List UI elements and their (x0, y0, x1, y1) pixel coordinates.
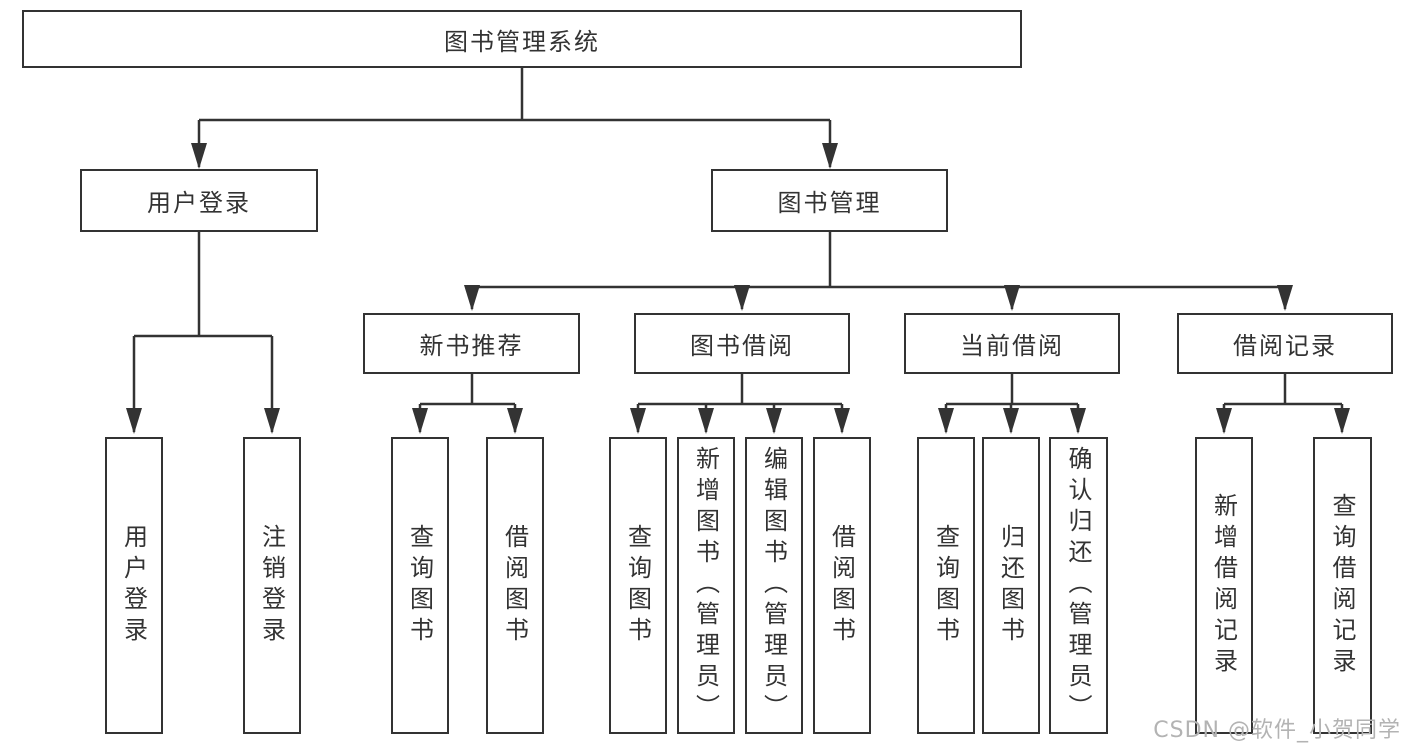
connector-newbook-split (420, 374, 515, 406)
connector-userlogin-split (134, 232, 272, 338)
leaf-query-books-3: 查询图书 (917, 437, 975, 734)
leaf-edit-book-admin: 编辑图书（管理员） (745, 437, 803, 734)
leaf-query-books-1: 查询图书 (391, 437, 449, 734)
node-library-management-system: 图书管理系统 (22, 10, 1022, 68)
csdn-watermark: CSDN @软件_小贺同学 (1153, 718, 1401, 743)
node-book-borrow: 图书借阅 (634, 313, 850, 374)
leaf-confirm-return-admin: 确认归还（管理员） (1049, 437, 1108, 734)
leaf-query-borrow-record: 查询借阅记录 (1313, 437, 1372, 734)
leaf-logout: 注销登录 (243, 437, 301, 734)
connector-root-split (199, 68, 830, 122)
leaf-query-books-2: 查询图书 (609, 437, 667, 734)
node-borrow-records: 借阅记录 (1177, 313, 1393, 374)
connector-currentborrow-split (946, 374, 1078, 406)
connector-bookborrow-split (638, 374, 842, 406)
connector-borrowrecords-split (1224, 374, 1342, 406)
node-new-book-recommend: 新书推荐 (363, 313, 580, 374)
node-book-management: 图书管理 (711, 169, 948, 232)
node-current-borrow: 当前借阅 (904, 313, 1120, 374)
leaf-add-book-admin: 新增图书（管理员） (677, 437, 735, 734)
connector-bookmgmt-split (472, 232, 1285, 289)
leaf-borrow-books-2: 借阅图书 (813, 437, 871, 734)
leaf-add-borrow-record: 新增借阅记录 (1195, 437, 1253, 734)
leaf-borrow-books-1: 借阅图书 (486, 437, 544, 734)
leaf-user-login: 用户登录 (105, 437, 163, 734)
leaf-return-book: 归还图书 (982, 437, 1040, 734)
node-user-login: 用户登录 (80, 169, 318, 232)
